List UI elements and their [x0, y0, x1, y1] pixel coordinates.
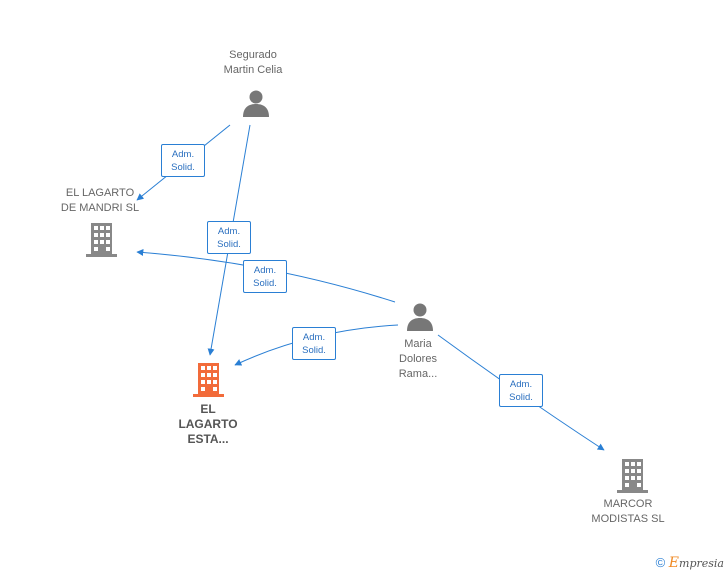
edge-label-line: Solid. — [302, 345, 326, 356]
edge-label-line: Adm. — [509, 379, 533, 390]
edge-label-segurado-to-mandri: Adm. Solid. — [161, 144, 205, 177]
node-label-line: DE MANDRI SL — [60, 202, 140, 214]
brand-initial: E — [668, 555, 680, 571]
node-label-line: ESTA... — [187, 432, 229, 446]
building-icon[interactable] — [193, 363, 224, 397]
node-label-line: LAGARTO — [178, 417, 238, 431]
edge-label-line: Solid. — [217, 239, 241, 250]
node-label-line: EL LAGARTO — [65, 187, 135, 199]
person-icon[interactable] — [243, 90, 269, 118]
edge-label-maria-to-esta: Adm. Solid. — [292, 327, 336, 360]
node-label-line: Maria — [404, 338, 432, 350]
node-label-line: MARCOR — [603, 498, 653, 510]
brand-name: mpresia — [679, 557, 724, 570]
node-label-line: Segurado — [229, 49, 277, 61]
node-label-maria[interactable]: Maria Dolores Rama... — [378, 337, 458, 382]
edge-label-maria-to-marcor: Adm. Solid. — [499, 374, 543, 407]
building-icon[interactable] — [617, 459, 648, 493]
node-label-line: EL — [200, 402, 216, 416]
brand-logo: Empresia — [668, 555, 724, 571]
edge-label-line: Solid. — [253, 278, 277, 289]
node-label-lagarto-esta[interactable]: EL LAGARTO ESTA... — [168, 402, 248, 447]
copyright-icon: © — [655, 555, 666, 570]
edge-label-line: Solid. — [509, 392, 533, 403]
edge-label-line: Adm. — [302, 332, 326, 343]
edge-label-line: Solid. — [171, 162, 195, 173]
edge-label-line: Adm. — [217, 226, 241, 237]
edge-label-maria-to-mandri: Adm. Solid. — [243, 260, 287, 293]
building-icon[interactable] — [86, 223, 117, 257]
edge-label-line: Adm. — [171, 149, 195, 160]
node-label-lagarto-mandri[interactable]: EL LAGARTO DE MANDRI SL — [48, 186, 152, 216]
footer-brand: © Empresia — [656, 555, 724, 571]
node-label-line: MODISTAS SL — [591, 513, 665, 525]
person-icon[interactable] — [407, 303, 433, 332]
node-label-segurado[interactable]: Segurado Martin Celia — [203, 48, 303, 78]
node-label-marcor[interactable]: MARCOR MODISTAS SL — [578, 497, 678, 527]
node-label-line: Martin Celia — [223, 64, 283, 76]
node-label-line: Rama... — [398, 368, 438, 380]
node-label-line: Dolores — [399, 353, 437, 365]
edge-label-line: Adm. — [253, 265, 277, 276]
edge-label-segurado-to-esta: Adm. Solid. — [207, 221, 251, 254]
